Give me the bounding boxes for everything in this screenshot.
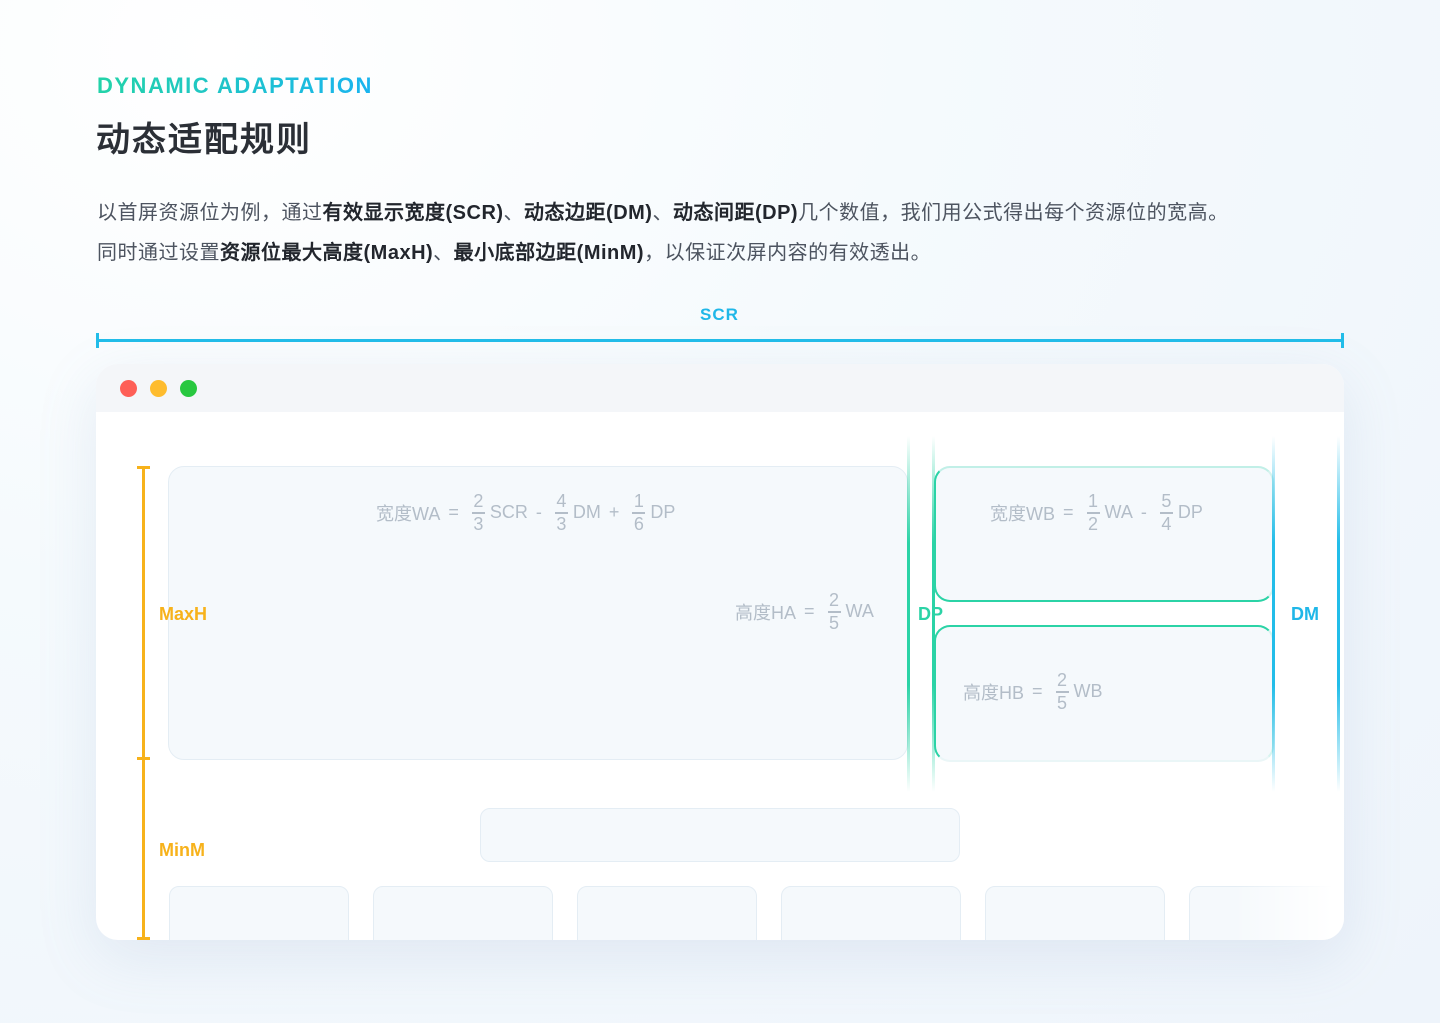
desc-text: 几个数值，我们用公式得出每个资源位的宽高。 bbox=[798, 202, 1229, 224]
secondary-banner bbox=[480, 808, 960, 862]
formula-var: WA bbox=[1104, 502, 1133, 523]
dm-label: DM bbox=[1291, 604, 1319, 624]
eyebrow-title: DYNAMIC ADAPTATION bbox=[97, 73, 373, 98]
desc-text: 以首屏资源位为例，通过 bbox=[97, 202, 323, 224]
maxh-dimension-line bbox=[142, 468, 145, 758]
formula-name: 宽度WA bbox=[376, 503, 441, 524]
desc-term-dm: 动态边距(DM) bbox=[524, 202, 653, 224]
resource-card-b-bottom bbox=[934, 625, 1274, 762]
formula-var: SCR bbox=[489, 502, 528, 523]
description-line-1: 以首屏资源位为例，通过有效显示宽度(SCR)、动态边距(DM)、动态间距(DP)… bbox=[97, 193, 1377, 233]
close-dot-icon[interactable] bbox=[120, 380, 137, 397]
page-title: 动态适配规则 bbox=[96, 121, 312, 159]
desc-text: 同时通过设置 bbox=[97, 242, 220, 264]
desc-text: 、 bbox=[433, 242, 454, 264]
edge-fade bbox=[1234, 864, 1344, 940]
secondary-card bbox=[985, 886, 1165, 940]
secondary-card bbox=[373, 886, 553, 940]
dp-guide-left bbox=[907, 436, 910, 792]
scr-dimension-line bbox=[97, 339, 1343, 342]
formula-op: - bbox=[535, 502, 542, 523]
desc-term-minm: 最小底部边距(MinM) bbox=[453, 242, 645, 264]
desc-text: 、 bbox=[652, 202, 673, 224]
maxh-cap-top bbox=[137, 466, 150, 469]
maximize-dot-icon[interactable] bbox=[180, 380, 197, 397]
desc-term-dp: 动态间距(DP) bbox=[672, 202, 799, 224]
dp-label: DP bbox=[918, 604, 944, 624]
formula-equals: = bbox=[448, 502, 459, 523]
formula-op: + bbox=[608, 502, 620, 523]
formula-name: 宽度WB bbox=[990, 503, 1055, 524]
resource-card-b-top bbox=[934, 466, 1274, 602]
formula-equals: = bbox=[1032, 681, 1043, 702]
formula-equals: = bbox=[804, 601, 815, 622]
formula-var: DM bbox=[572, 502, 601, 523]
description: 以首屏资源位为例，通过有效显示宽度(SCR)、动态边距(DM)、动态间距(DP)… bbox=[97, 193, 1377, 273]
formula-name: 高度HA bbox=[735, 602, 797, 623]
formula-var: WB bbox=[1073, 681, 1103, 702]
desc-term-scr: 有效显示宽度(SCR) bbox=[322, 202, 504, 224]
minm-dimension-line bbox=[142, 760, 145, 938]
dm-guide-right bbox=[1337, 436, 1340, 792]
resource-card-a bbox=[168, 466, 908, 760]
dm-guide-left bbox=[1272, 436, 1275, 792]
window-titlebar bbox=[96, 364, 1344, 412]
formula-var: WA bbox=[845, 601, 874, 622]
desc-term-maxh: 资源位最大高度(MaxH) bbox=[220, 242, 434, 264]
maxh-cap-bottom bbox=[137, 757, 150, 760]
secondary-card bbox=[781, 886, 961, 940]
dp-guide-right bbox=[932, 436, 935, 792]
secondary-card bbox=[169, 886, 349, 940]
desc-text: 、 bbox=[503, 202, 525, 224]
formula-op: - bbox=[1140, 502, 1147, 523]
desc-text: ，以保证次屏内容的有效透出。 bbox=[644, 242, 932, 264]
formula-name: 高度HB bbox=[963, 682, 1025, 703]
formula-var: DP bbox=[1177, 502, 1203, 523]
formula-equals: = bbox=[1063, 502, 1074, 523]
minimize-dot-icon[interactable] bbox=[150, 380, 167, 397]
description-line-2: 同时通过设置资源位最大高度(MaxH)、最小底部边距(MinM)，以保证次屏内容… bbox=[97, 233, 1377, 273]
formula-var: DP bbox=[650, 502, 676, 523]
secondary-card bbox=[577, 886, 757, 940]
scr-cap-right bbox=[1341, 333, 1344, 348]
minm-label: MinM bbox=[159, 840, 205, 860]
scr-cap-left bbox=[96, 333, 99, 348]
scr-label: SCR bbox=[700, 305, 739, 324]
minm-cap-bottom bbox=[137, 937, 150, 940]
maxh-label: MaxH bbox=[159, 604, 208, 624]
